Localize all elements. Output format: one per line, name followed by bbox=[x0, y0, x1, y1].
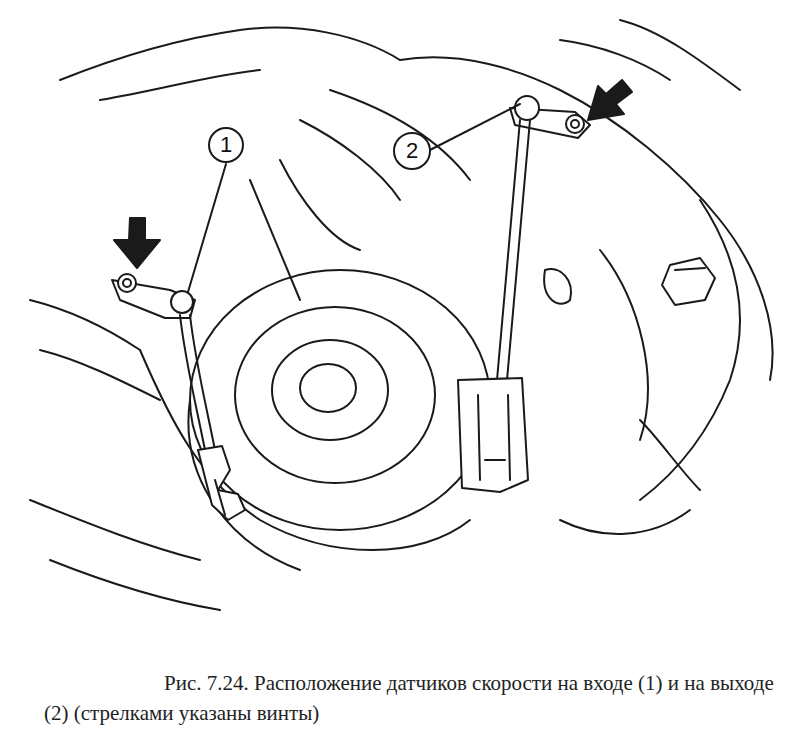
figure-caption: Рис. 7.24. Расположение датчиков скорост… bbox=[44, 668, 792, 728]
callout-number: 1 bbox=[210, 129, 242, 161]
screw-arrows bbox=[114, 80, 632, 268]
flange-rings bbox=[188, 250, 647, 570]
sensor-2 bbox=[458, 96, 590, 492]
housing-outline bbox=[30, 20, 773, 610]
sensor-1 bbox=[112, 274, 245, 520]
housing-bolt bbox=[544, 258, 715, 305]
leader-lines bbox=[188, 104, 520, 292]
callout-number: 2 bbox=[396, 135, 428, 167]
